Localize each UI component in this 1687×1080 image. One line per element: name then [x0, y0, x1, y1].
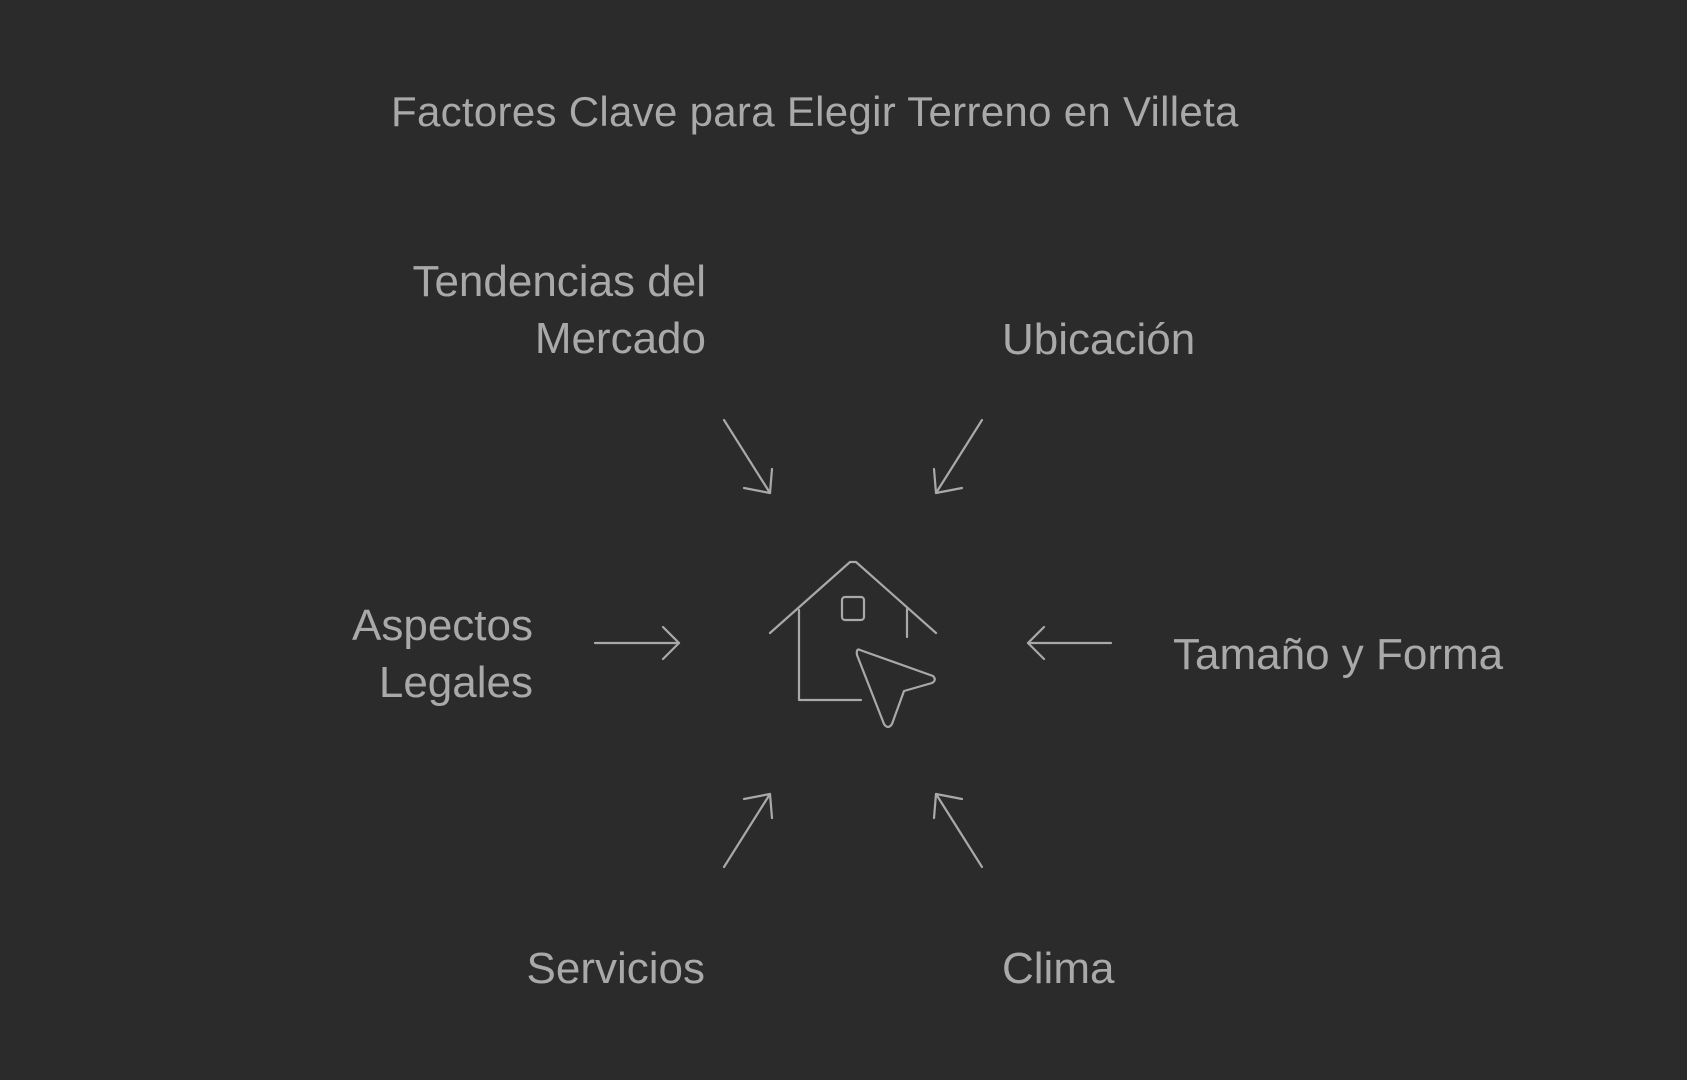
factor-aspectos-legales: Aspectos Legales — [352, 597, 533, 711]
factor-ubicacion: Ubicación — [1002, 315, 1196, 364]
factor-label-line: Tendencias del — [412, 257, 706, 306]
diagram-title: Factores Clave para Elegir Terreno en Vi… — [391, 88, 1239, 135]
arrow-from-clima — [932, 792, 984, 869]
factor-tamano-y-forma: Tamaño y Forma — [1173, 630, 1504, 679]
house-cursor-icon — [768, 560, 938, 729]
factor-servicios: Servicios — [526, 944, 706, 993]
factor-label-line: Aspectos — [352, 601, 533, 650]
arrow-from-tamano — [1026, 625, 1113, 661]
factor-clima: Clima — [1002, 944, 1115, 993]
arrow-from-aspectos — [593, 625, 681, 661]
arrow-from-tendencias — [722, 418, 774, 495]
arrow-from-ubicacion — [932, 418, 984, 495]
factor-tendencias-del-mercado: Tendencias del Mercado — [412, 253, 706, 367]
factor-label-line: Mercado — [534, 314, 706, 363]
arrow-from-servicios — [722, 792, 774, 869]
factor-label-line: Legales — [378, 658, 533, 707]
